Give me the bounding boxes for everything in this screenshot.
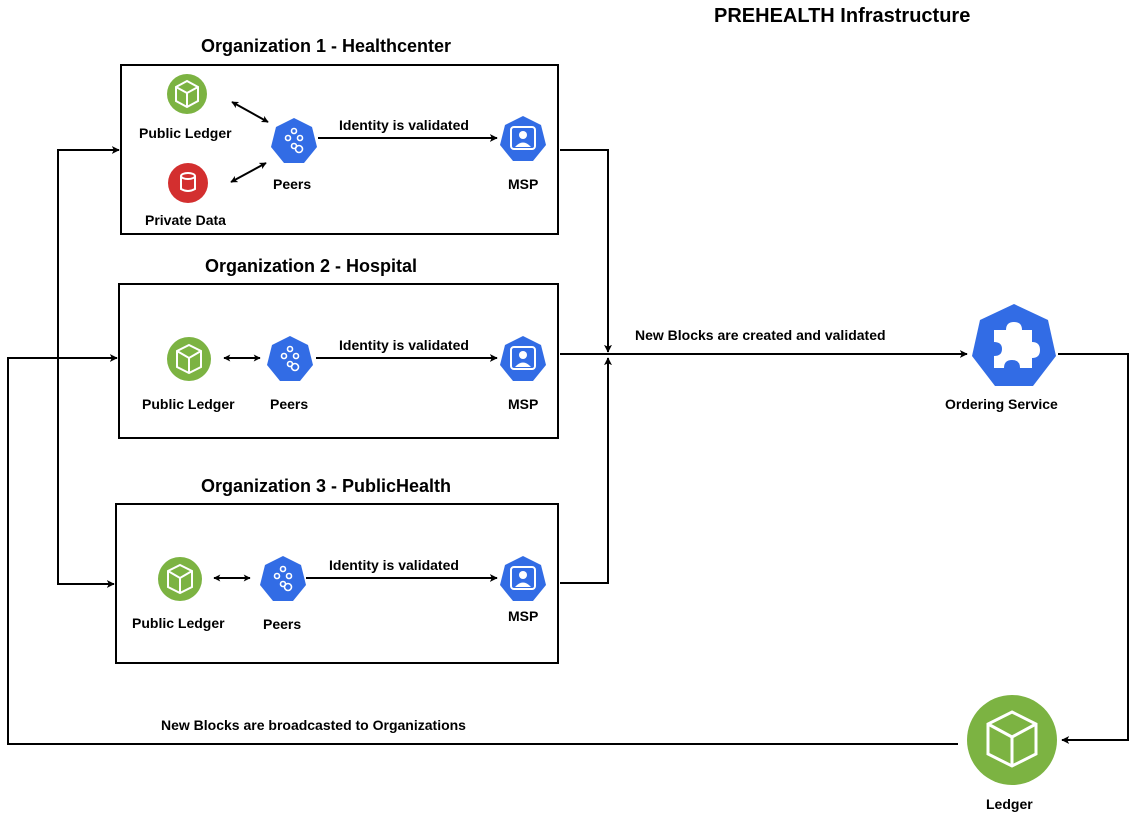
org3-msp-to-junction — [560, 357, 612, 584]
broadcast-to-org2-arrow — [7, 354, 958, 745]
peers-network-icon — [267, 336, 313, 381]
new-blocks-broadcast-label: New Blocks are broadcasted to Organizati… — [161, 717, 466, 733]
broadcast-to-org1-arrow — [57, 146, 120, 358]
org1-peers-label: Peers — [273, 176, 312, 192]
org2-title: Organization 2 - Hospital — [205, 256, 418, 276]
broadcast-to-org3-arrow — [57, 358, 115, 588]
org1-title: Organization 1 - Healthcenter — [201, 36, 452, 56]
org3-title: Organization 3 - PublicHealth — [201, 476, 452, 496]
org3-peers-label: Peers — [263, 616, 302, 632]
diagram-title: PREHEALTH Infrastructure — [714, 5, 971, 27]
ordering-service-label: Ordering Service — [945, 396, 1058, 412]
org2-identity-label: Identity is validated — [339, 337, 469, 353]
org3-identity-label: Identity is validated — [329, 557, 459, 573]
new-blocks-created-label: New Blocks are created and validated — [635, 327, 886, 343]
cube-icon — [158, 557, 202, 601]
org2-box — [118, 283, 559, 439]
ordering-to-ledger-arrow — [1058, 353, 1129, 744]
user-identity-icon — [500, 336, 546, 381]
org3-public-ledger-label: Public Ledger — [132, 615, 225, 631]
cube-icon — [167, 337, 211, 381]
org3-box — [115, 503, 559, 664]
user-identity-icon — [500, 556, 546, 601]
peers-network-icon — [260, 556, 306, 601]
puzzle-icon — [972, 304, 1056, 386]
ledger-label: Ledger — [986, 796, 1033, 812]
org1-msp-to-junction — [560, 149, 612, 353]
cube-icon — [967, 695, 1057, 785]
org1-ledger-peers-arrow — [231, 101, 269, 123]
org1-private-data-label: Private Data — [145, 212, 226, 228]
org1-private-peers-arrow — [230, 162, 267, 183]
org3-msp-label: MSP — [508, 608, 539, 624]
org1-public-ledger-label: Public Ledger — [139, 125, 232, 141]
org2-msp-label: MSP — [508, 396, 539, 412]
user-identity-icon — [500, 116, 546, 161]
database-icon — [168, 163, 208, 203]
peers-network-icon — [271, 118, 317, 163]
org1-identity-label: Identity is validated — [339, 117, 469, 133]
cube-icon — [167, 74, 207, 114]
org1-msp-label: MSP — [508, 176, 539, 192]
org2-public-ledger-label: Public Ledger — [142, 396, 235, 412]
org1-box — [120, 64, 559, 235]
org2-peers-label: Peers — [270, 396, 309, 412]
